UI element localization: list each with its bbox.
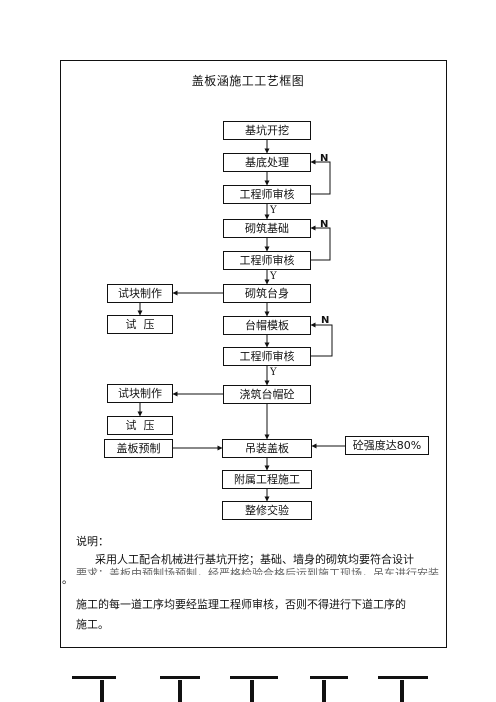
box-auxiliary-works: 附属工程施工 [222,470,312,489]
box-base-treatment: 基底处理 [223,153,311,172]
box-strength-condition: 砼强度达80% [345,436,429,455]
box-cap-formwork: 台帽模板 [223,316,311,335]
diagram-title: 盖板涵施工工艺框图 [191,74,305,88]
notes-heading: 说明： [76,535,109,548]
label-no-2: N [320,219,329,230]
loop-review1-to-base [310,159,331,195]
box-masonry-abutment: 砌筑台身 [223,284,311,303]
label-yes-3: Y [270,367,277,378]
box-test-block-2: 试块制作 [107,384,173,403]
box-test-block-1: 试块制作 [107,284,173,303]
label-yes-1: Y [270,205,277,216]
notes-line-3: 施工的每一道工序均要经监理工程师审核，否则不得进行下道工序的 [76,598,406,611]
notes-line-1: 采用人工配合机械进行基坑开挖；基础、墙身的砌筑均要符合设计 [95,553,414,566]
loop-review3-to-cap [310,322,333,357]
box-hoist-slab: 吊装盖板 [222,439,312,458]
notes-line-4: 施工。 [76,618,109,631]
label-yes-2: Y [270,271,277,282]
box-engineer-review-1: 工程师审核 [223,185,311,204]
label-no-1: N [320,153,329,164]
box-pressure-test-2: 试 压 [107,416,173,435]
notes-line-2-tail: 。 [62,573,73,586]
box-pour-cap-concrete: 浇筑台帽砼 [223,385,311,404]
box-engineer-review-2: 工程师审核 [223,251,311,270]
box-slab-prefab: 盖板预制 [104,439,173,458]
notes-line-2: 要求；盖板由预制场预制，经严格检验合格后运到施工现场，吊车进行安装 [76,567,439,575]
box-finishing-acceptance: 整修交验 [222,501,312,520]
loop-review2-to-foundation [310,225,331,261]
cropped-bottom-marks [72,676,428,702]
label-no-3: N [321,315,330,326]
box-engineer-review-3: 工程师审核 [223,347,311,366]
box-excavation: 基坑开挖 [223,121,311,140]
box-masonry-foundation: 砌筑基础 [223,219,311,238]
document-frame [60,60,447,648]
box-pressure-test-1: 试 压 [107,315,173,334]
